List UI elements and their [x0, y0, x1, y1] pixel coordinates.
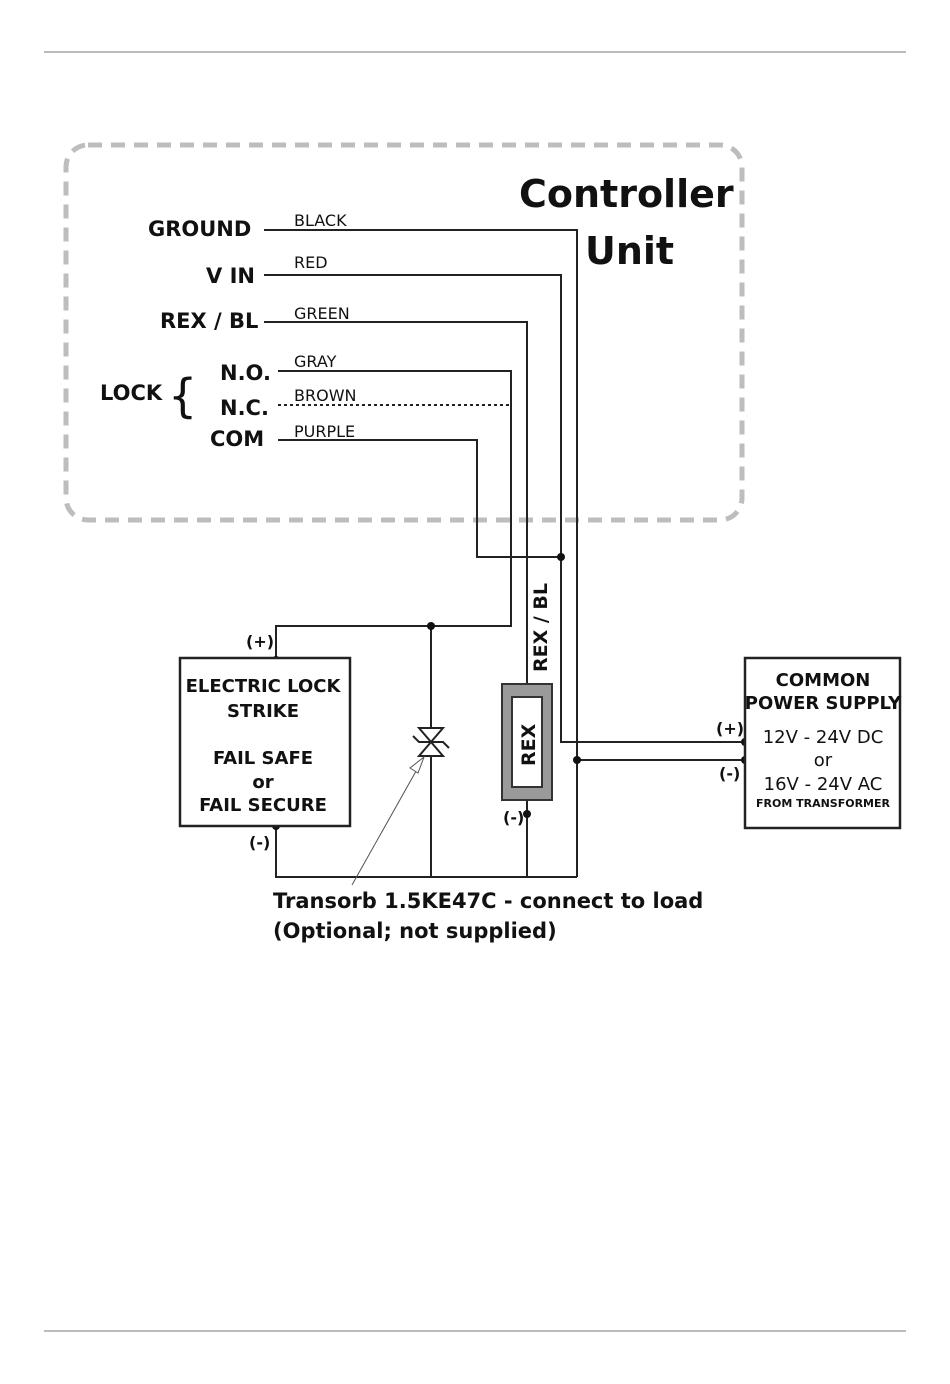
junction-dot [573, 756, 581, 764]
psu-line1: COMMON [776, 670, 871, 691]
rex-minus-label: (-) [503, 808, 524, 827]
terminal-no: N.O. [220, 361, 271, 385]
transorb-note-line1: Transorb 1.5KE47C - connect to load [273, 889, 703, 913]
psu-line2: POWER SUPPLY [745, 693, 902, 714]
terminal-nc: N.C. [220, 396, 269, 420]
wire-gray [276, 371, 511, 660]
wire-common-negative [276, 826, 577, 877]
psu-minus-label: (-) [719, 764, 740, 783]
psu-line5: 16V - 24V AC [764, 774, 883, 795]
lock-plus-label: (+) [246, 632, 274, 651]
controller-title-line1: Controller [519, 172, 734, 216]
terminal-rex-bl: REX / BL [160, 309, 258, 333]
wire-label-black: BLACK [294, 211, 347, 230]
wire-label-red: RED [294, 253, 328, 272]
rex-bl-vertical-label: REX / BL [530, 583, 552, 672]
terminal-com: COM [210, 427, 264, 451]
lock-box-line3: FAIL SAFE [213, 748, 313, 769]
wire-purple [278, 440, 561, 557]
transorb-symbol [352, 728, 449, 885]
junction-dot [557, 553, 565, 561]
wire-green [264, 322, 527, 684]
lock-box-line1: ELECTRIC LOCK [186, 676, 342, 697]
terminal-ground: GROUND [148, 217, 251, 241]
transorb-note-line2: (Optional; not supplied) [273, 919, 557, 943]
controller-title-line2: Unit [585, 229, 674, 273]
lock-minus-label: (-) [249, 833, 270, 852]
psu-plus-label: (+) [716, 719, 744, 738]
wire-label-purple: PURPLE [294, 422, 355, 441]
lock-box-line5: FAIL SECURE [199, 795, 327, 816]
lock-box-line4: or [252, 772, 273, 793]
psu-line4: or [814, 750, 833, 771]
psu-line6: FROM TRANSFORMER [756, 797, 891, 810]
terminal-lock: LOCK [100, 381, 163, 405]
wire-label-brown: BROWN [294, 386, 356, 405]
wire-label-green: GREEN [294, 304, 350, 323]
rex-device-label: REX [518, 723, 540, 766]
psu-line3: 12V - 24V DC [763, 727, 884, 748]
terminal-vin: V IN [206, 264, 255, 288]
junction-dot [427, 622, 435, 630]
lock-box-line2: STRIKE [227, 701, 299, 722]
lock-brace: { [168, 369, 197, 423]
wire-label-gray: GRAY [294, 352, 337, 371]
